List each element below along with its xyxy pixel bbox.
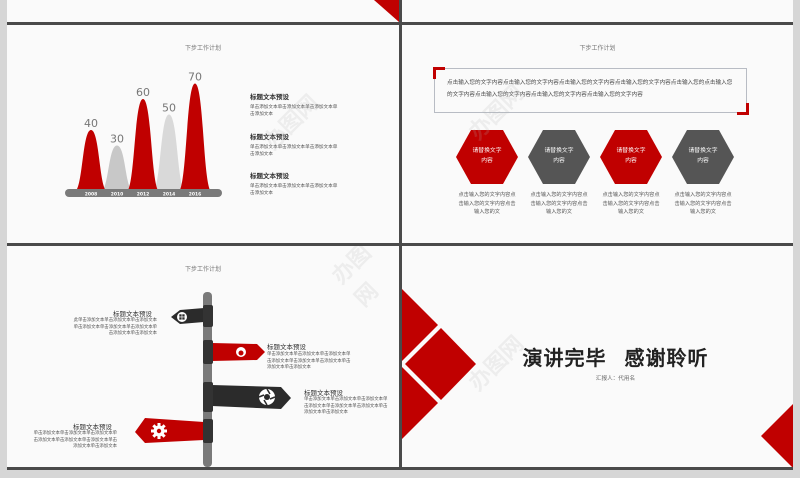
description-block-2: 标题文本预设 单击添加文本单击添加文本单击添加文本单击添加文本 [250, 131, 340, 158]
hexagon-label-line2: 内容 [697, 158, 709, 164]
chart-peak-2008 [74, 130, 108, 192]
hexagon-label-line1: 请替换文字 [544, 148, 574, 154]
chart-peak-2016 [178, 83, 212, 192]
description-text: 单击添加文本单击添加文本单击添加文本单击添加文本 [250, 105, 338, 117]
windows-icon [179, 314, 185, 320]
hexagon-item-3: 请替换文字内容 点击输入您的文字内容点击输入您的文字内容点击输入您的文 [600, 129, 664, 217]
description-block-1: 标题文本预设 单击添加文本单击添加文本单击添加文本单击添加文本 [250, 91, 340, 118]
hexagon-label-line1: 请替换文字 [472, 148, 502, 154]
signpost-graphic [135, 292, 291, 467]
closing-title: 演讲完毕感谢聆听 [402, 342, 793, 371]
hexagon-label: 请替换文字内容 [456, 146, 518, 166]
slide-signpost-plan[interactable]: 下步工作计划 [7, 246, 399, 467]
hexagon-item-2: 请替换文字内容 点击输入您的文字内容点击输入您的文字内容点击输入您的文 [528, 129, 592, 217]
hexagon-label-line1: 请替换文字 [616, 148, 646, 154]
description-text: 单击添加文本单击添加文本单击添加文本单击添加文本 [250, 184, 338, 196]
slide-subtitle: 下步工作计划 [579, 45, 616, 52]
reporter-label: 汇报人：代用名 [595, 376, 636, 382]
frame-corner-top-left [433, 67, 445, 79]
sign-text-1: 此单击添加文本单击添加文本单击添加文本单击添加文本单击添加文本单击添加文本单击添… [73, 318, 157, 336]
description-text: 单击添加文本单击添加文本单击添加文本单击添加文本 [250, 145, 338, 157]
corner-triangle-decoration [374, 0, 399, 22]
chart-category-label: 2012 [137, 192, 150, 198]
frame-corner-bottom-right [737, 103, 749, 115]
peak-bar-chart: 40 30 60 50 70 2008 2010 2012 2014 2016 [65, 71, 222, 198]
hexagon-description: 点击输入您的文字内容点击输入您的文字内容点击输入您的文 [458, 192, 516, 215]
red-diamond-decoration [402, 289, 793, 467]
hexagon-label: 请替换文字内容 [528, 146, 590, 166]
hexagon-label-line1: 请替换文字 [688, 148, 718, 154]
sign-text-4: 单击添加文本单击添加文本单击添加文本单击添加文本单击添加文本单击添加文本单击添加… [33, 431, 117, 449]
chart-category-label: 2008 [85, 192, 98, 198]
chart-baseline [65, 189, 222, 197]
closing-title-part2: 感谢聆听 [624, 346, 709, 370]
description-block-3: 标题文本预设 单击添加文本单击添加文本单击添加文本单击添加文本 [250, 170, 340, 197]
slide-subtitle: 下步工作计划 [184, 45, 221, 52]
sign-text-3: 单击添加文本单击添加文本单击添加文本单击添加文本单击添加文本单击添加文本单击添加… [304, 397, 388, 415]
chart-value-label: 30 [110, 133, 124, 146]
sign-title-2: 标题文本预设 [267, 343, 306, 351]
sign-text-2: 单击添加文本单击添加文本单击添加文本单击添加文本单击添加文本单击添加文本单击添加… [267, 352, 351, 370]
previous-slide-right-partial[interactable] [402, 0, 793, 22]
sign-title-3: 标题文本预设 [304, 389, 343, 397]
column-divider [399, 0, 402, 470]
slide-subtitle: 下步工作计划 [184, 266, 221, 273]
text-frame: 点击输入您的文字内容点击输入您的文字内容点击输入您的文字内容点击输入您的文字内容… [433, 67, 749, 115]
hexagon-label-line2: 内容 [625, 158, 637, 164]
aperture-icon [258, 388, 276, 406]
sign-title-4: 标题文本预设 [73, 423, 112, 431]
hexagon-item-1: 请替换文字内容 点击输入您的文字内容点击输入您的文字内容点击输入您的文 [456, 129, 520, 217]
hexagon-description: 点击输入您的文字内容点击输入您的文字内容点击输入您的文 [530, 192, 588, 215]
gear-icon [151, 423, 167, 439]
hexagon-shape: 请替换文字内容 [672, 129, 734, 185]
hexagon-shape: 请替换文字内容 [528, 129, 590, 185]
chart-value-label: 60 [136, 86, 150, 99]
hexagon-item-4: 请替换文字内容 点击输入您的文字内容点击输入您的文字内容点击输入您的文 [672, 129, 736, 217]
hexagon-description: 点击输入您的文字内容点击输入您的文字内容点击输入您的文 [674, 192, 732, 215]
hexagon-shape: 请替换文字内容 [456, 129, 518, 185]
chart-peak-2012 [126, 99, 160, 192]
apple-icon [238, 350, 244, 356]
previous-slide-left-partial[interactable] [7, 0, 399, 22]
hexagon-label: 请替换文字内容 [600, 146, 662, 166]
slide-thank-you[interactable]: 演讲完毕感谢聆听 汇报人：代用名 办图网 [402, 246, 793, 467]
chart-peak-2010 [100, 145, 134, 192]
chart-peak-2014 [152, 114, 186, 192]
slide-hexagon-plan[interactable]: 下步工作计划 点击输入您的文字内容点击输入您的文字内容点击输入您的文字内容点击输… [402, 25, 793, 243]
hexagon-label: 请替换文字内容 [672, 146, 734, 166]
hexagon-description: 点击输入您的文字内容点击输入您的文字内容点击输入您的文 [602, 192, 660, 215]
sign-title-1: 标题文本预设 [113, 310, 152, 318]
chart-value-label: 50 [162, 102, 176, 115]
description-title: 标题文本预设 [250, 133, 289, 141]
chart-category-label: 2016 [189, 192, 202, 198]
hexagon-label-line2: 内容 [553, 158, 565, 164]
chart-category-label: 2010 [111, 192, 124, 198]
row-divider-bottom [7, 467, 793, 470]
slide-chart-plan[interactable]: 下步工作计划 40 30 60 50 70 2008 2010 2012 2014 2016 标题… [7, 25, 399, 243]
closing-title-part1: 演讲完毕 [522, 346, 607, 370]
hexagon-shape: 请替换文字内容 [600, 129, 662, 185]
row-divider-middle [7, 243, 793, 246]
chart-value-label: 70 [188, 71, 202, 84]
hexagon-label-line2: 内容 [481, 158, 493, 164]
description-title: 标题文本预设 [250, 172, 289, 180]
description-title: 标题文本预设 [250, 93, 289, 101]
frame-text: 点击输入您的文字内容点击输入您的文字内容点击输入您的文字内容点击输入您的文字内容… [447, 80, 733, 98]
chart-category-label: 2014 [163, 192, 176, 198]
chart-value-label: 40 [84, 117, 98, 130]
